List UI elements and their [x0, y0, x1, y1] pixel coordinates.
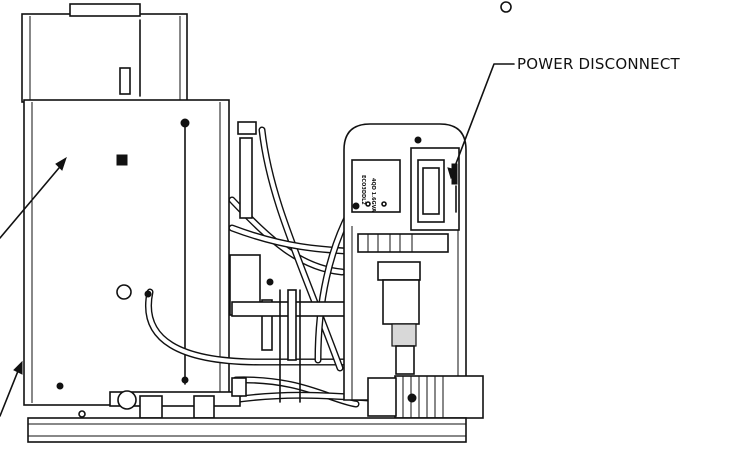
left-arrow-leaders: [0, 156, 67, 417]
reference-circle: [500, 1, 512, 13]
top-fan-housing: [21, 3, 188, 103]
panel-label-line1: ECO3DDL2: [360, 175, 366, 205]
skid-base: [27, 417, 467, 443]
power-disconnect-leader: [447, 63, 515, 180]
control-enclosure: [343, 123, 467, 401]
main-cabinet: [23, 99, 230, 418]
panel-label-line2: 4QD 1.6GVA: [370, 178, 376, 212]
pump-motor: [367, 375, 484, 419]
power-disconnect-label: POWER DISCONNECT: [517, 55, 680, 73]
